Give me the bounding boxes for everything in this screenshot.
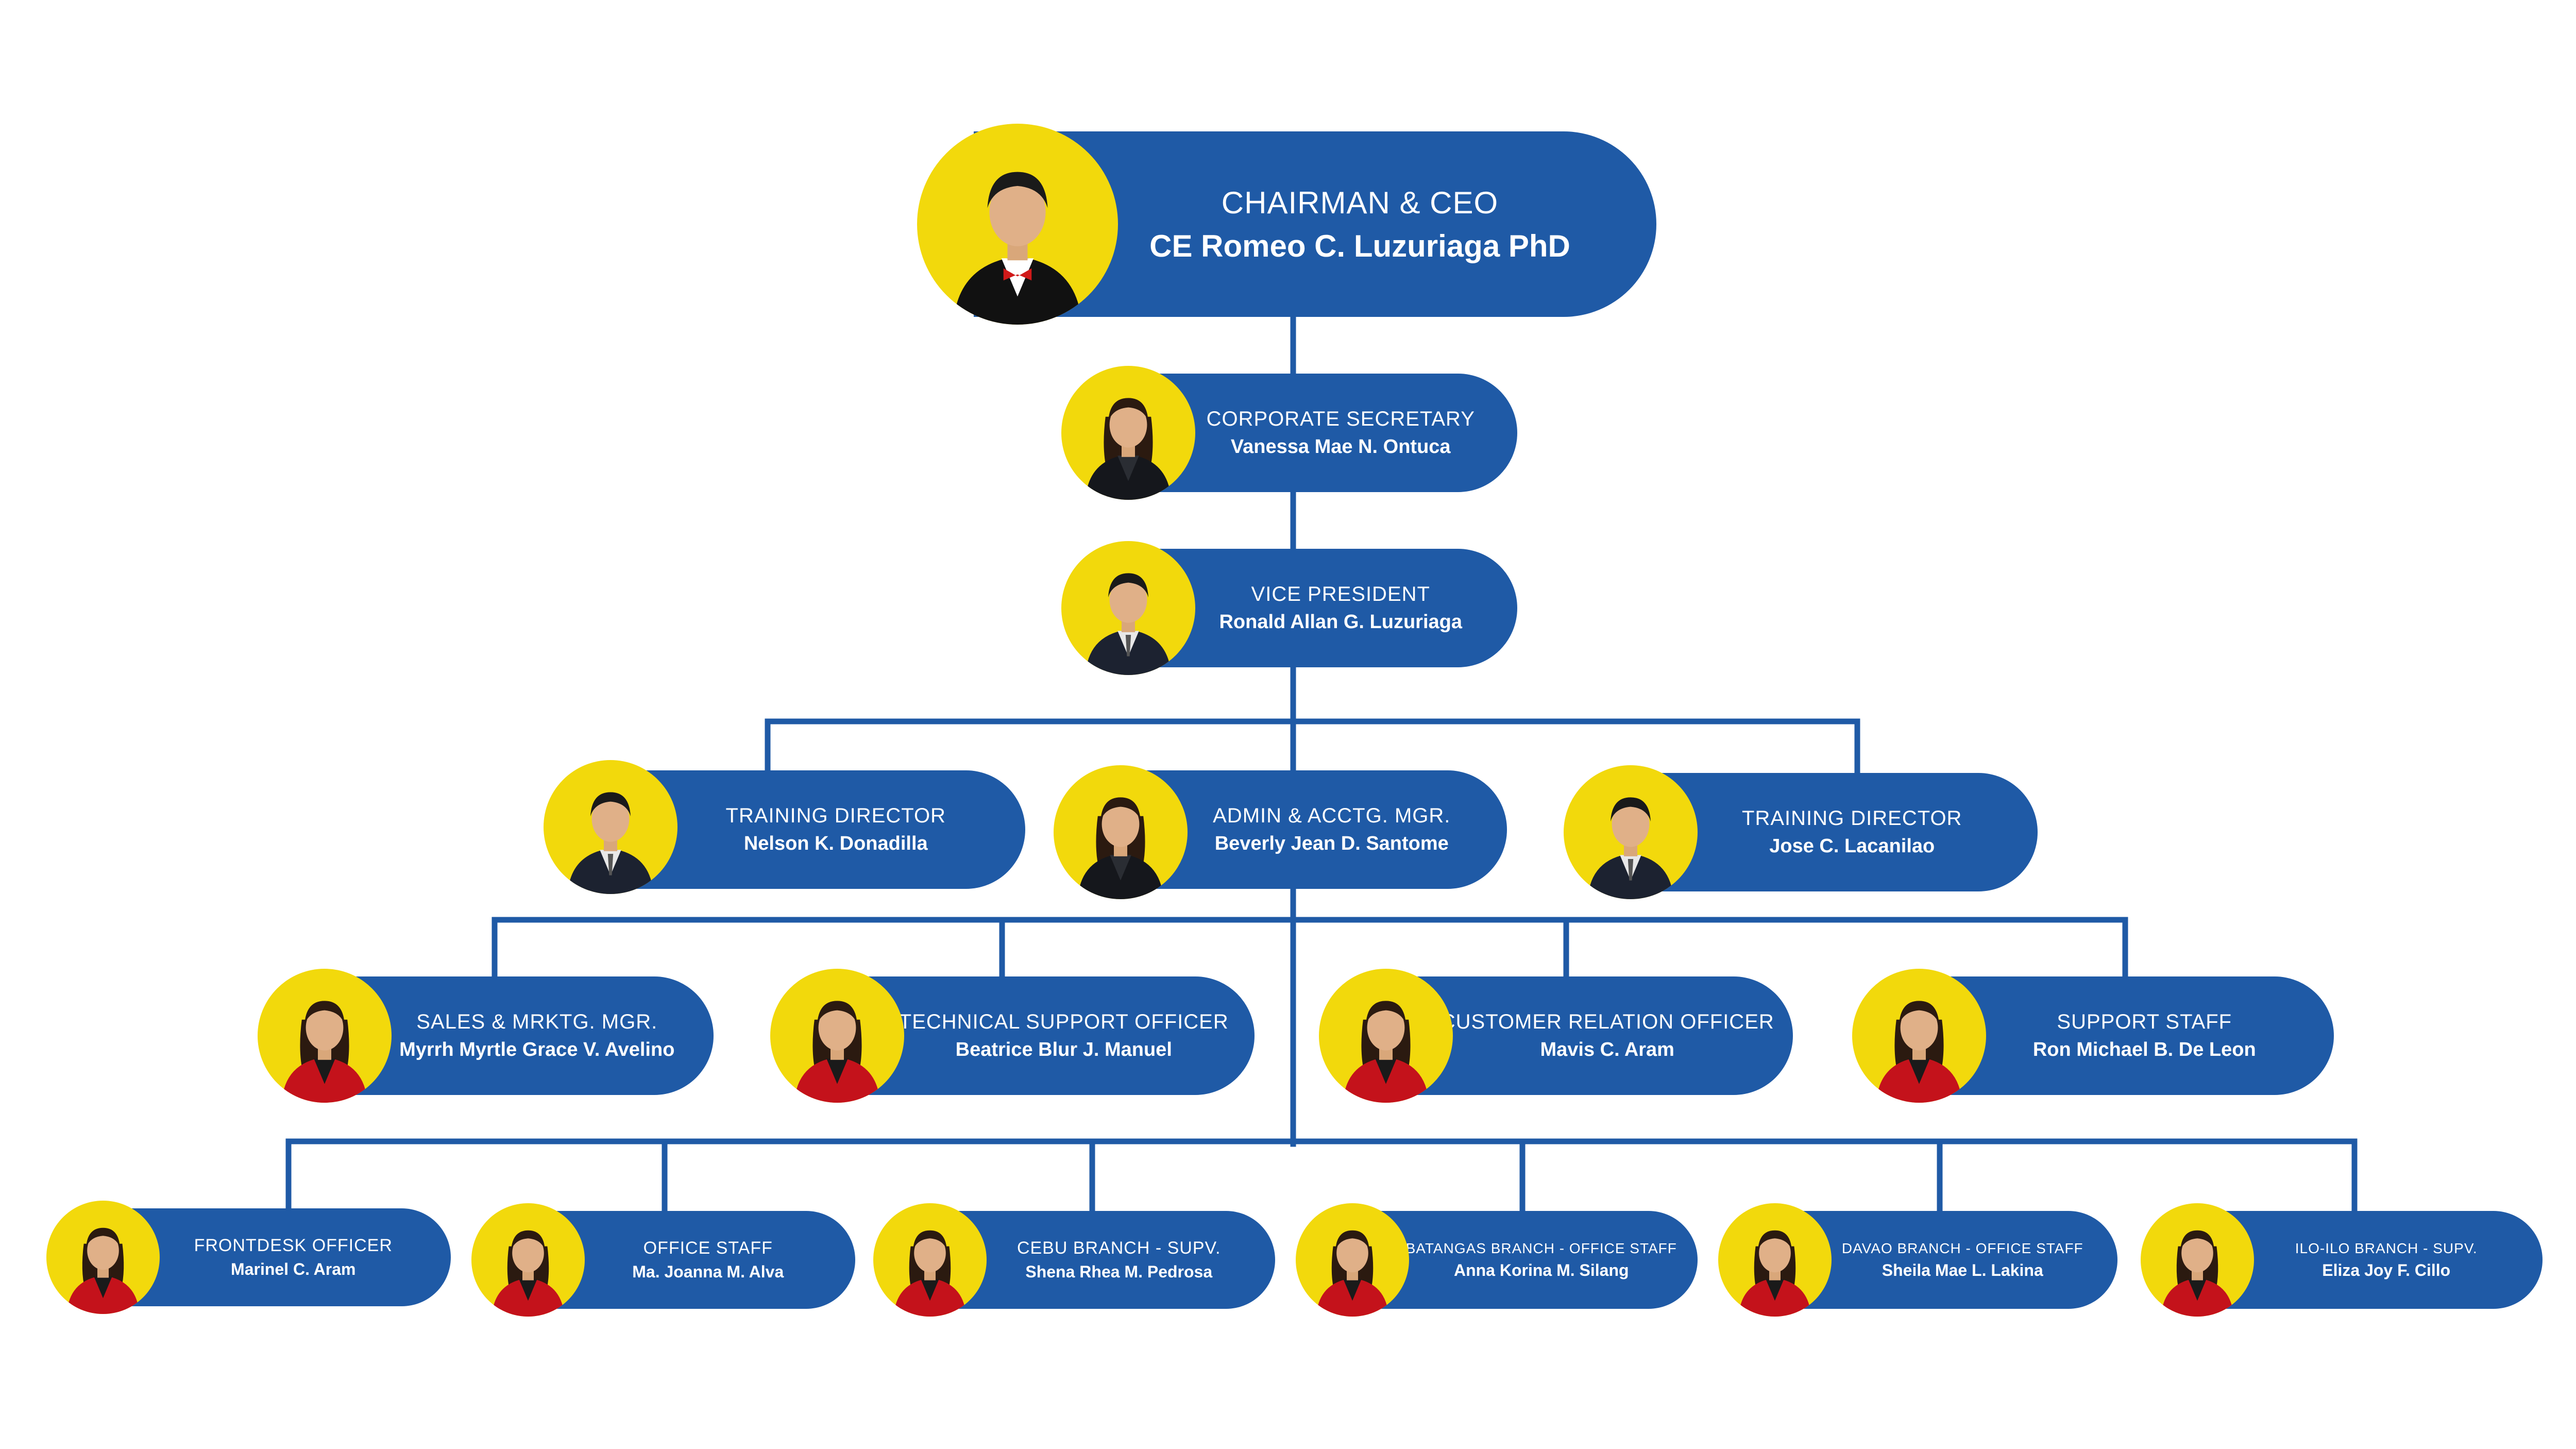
person-name: Beverly Jean D. Santome [1214,832,1449,854]
role-title: OFFICE STAFF [643,1238,773,1258]
support-staff-portrait-icon [1852,969,1986,1103]
person-name: Ron Michael B. De Leon [2032,1038,2256,1060]
cebu-supervisor-portrait-icon [873,1203,987,1317]
person-name: Jose C. Lacanilao [1769,835,1935,857]
role-pill: SUPPORT STAFF Ron Michael B. De Leon [1906,976,2334,1095]
sales-manager-portrait-icon [258,969,392,1103]
role-title: BATANGAS BRANCH - OFFICE STAFF [1405,1240,1677,1256]
role-pill: BATANGAS BRANCH - OFFICE STAFF Anna Korin… [1342,1211,1698,1309]
role-title: CUSTOMER RELATION OFFICER [1440,1010,1774,1034]
role-title: CEBU BRANCH - SUPV. [1016,1238,1221,1258]
person-name: Marinel C. Aram [231,1260,356,1278]
role-title: VICE PRESIDENT [1251,583,1430,606]
role-pill: TRAINING DIRECTOR Jose C. Lacanilao [1618,773,2038,891]
role-title: ILO-ILO BRANCH - SUPV. [2295,1240,2478,1256]
customer-relation-portrait-icon [1319,969,1453,1103]
role-title: ADMIN & ACCTG. MGR. [1213,804,1451,828]
ceo-portrait-icon [917,124,1118,325]
person-name: Shena Rhea M. Pedrosa [1025,1262,1213,1281]
role-title: SUPPORT STAFF [2057,1010,2232,1034]
technical-support-portrait-icon [770,969,904,1103]
office-staff-portrait-icon [471,1203,585,1317]
person-name: CE Romeo C. Luzuriaga PhD [1149,228,1570,263]
role-pill: DAVAO BRANCH - OFFICE STAFF Sheila Mae L.… [1765,1211,2117,1309]
role-title: SALES & MRKTG. MGR. [416,1010,658,1034]
role-title: TRAINING DIRECTOR [725,804,946,828]
training-director-portrait-icon [1564,765,1698,899]
role-title: DAVAO BRANCH - OFFICE STAFF [1841,1240,2083,1256]
admin-manager-portrait-icon [1054,765,1188,899]
person-name: Ma. Joanna M. Alva [632,1262,784,1281]
vice-president-portrait-icon [1061,541,1195,675]
corporate-secretary-portrait-icon [1061,366,1195,500]
role-title: CHAIRMAN & CEO [1221,185,1499,220]
person-name: Sheila Mae L. Lakina [1882,1260,2043,1279]
person-name: Myrrh Myrtle Grace V. Avelino [399,1038,675,1060]
frontdesk-portrait-icon [46,1201,160,1314]
role-title: FRONTDESK OFFICER [194,1236,393,1255]
person-name: Ronald Allan G. Luzuriaga [1219,611,1462,633]
batangas-staff-portrait-icon [1296,1203,1409,1317]
role-title: TRAINING DIRECTOR [1742,807,1962,830]
iloilo-supervisor-portrait-icon [2141,1203,2254,1317]
person-name: Eliza Joy F. Cillo [2322,1260,2451,1279]
person-name: Nelson K. Donadilla [743,832,928,854]
role-title: CORPORATE SECRETARY [1206,408,1475,431]
person-name: Anna Korina M. Silang [1453,1260,1629,1279]
davao-staff-portrait-icon [1718,1203,1832,1317]
person-name: Vanessa Mae N. Ontuca [1230,435,1451,458]
person-name: Mavis C. Aram [1540,1038,1674,1060]
person-name: Beatrice Blur J. Manuel [955,1038,1172,1060]
training-director-portrait-icon [544,760,677,894]
role-title: TECHNICAL SUPPORT OFFICER [899,1010,1229,1034]
